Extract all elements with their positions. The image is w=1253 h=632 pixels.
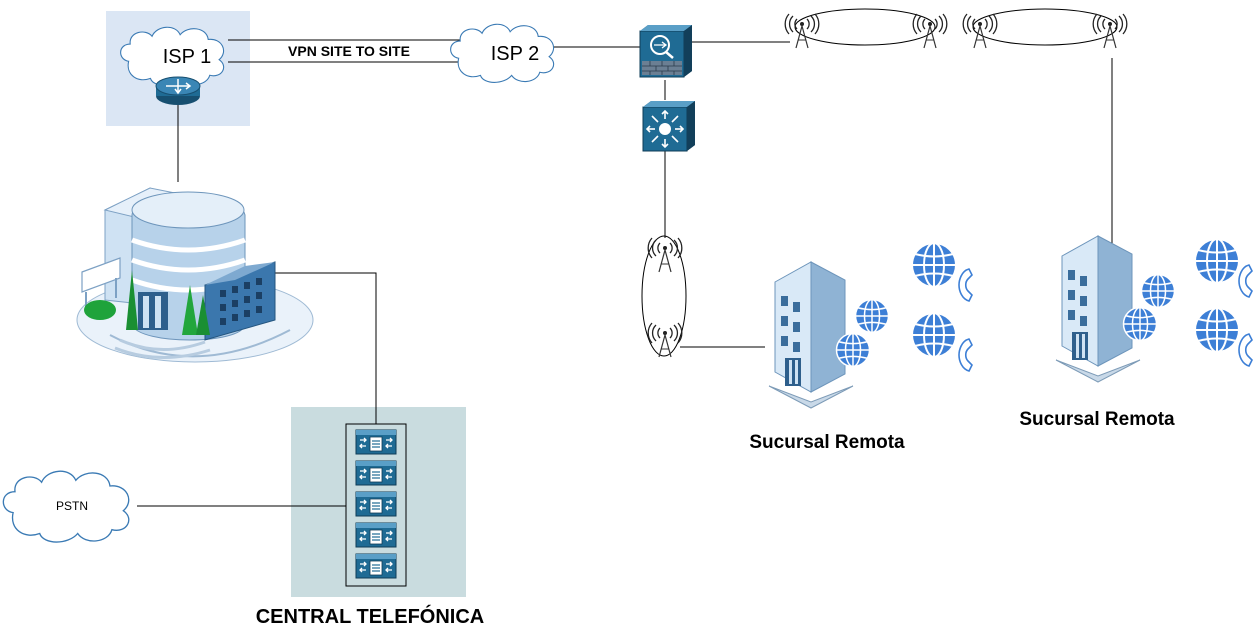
branch2-phone-icon-2 <box>1238 333 1253 367</box>
firewall-icon <box>639 25 692 78</box>
router-icon <box>155 76 201 105</box>
branch2-globe-icon-2 <box>1122 306 1158 342</box>
central-telefonica-label: CENTRAL TELEFÓNICA <box>256 604 485 628</box>
branch2-label: Sucursal Remota <box>1019 409 1175 430</box>
branch2-building-icon <box>1055 235 1141 383</box>
pbx-module-1 <box>355 429 397 455</box>
branch1-building-icon <box>768 261 854 409</box>
pbx-module-4 <box>355 522 397 548</box>
wireless-link-2 <box>972 8 1118 46</box>
branch1-phone-icon-1 <box>958 268 973 302</box>
switch-icon <box>642 101 695 152</box>
pstn-label: PSTN <box>56 499 88 513</box>
branch1-globe-icon-3 <box>911 242 957 288</box>
branch1-globe-icon-2 <box>835 332 871 368</box>
isp2-label: ISP 2 <box>491 43 540 65</box>
vpn-label: VPN SITE TO SITE <box>288 43 410 59</box>
pbx-module-5 <box>355 553 397 579</box>
antenna-icon-6 <box>647 322 683 358</box>
branch1-label: Sucursal Remota <box>749 432 905 453</box>
pbx-module-3 <box>355 491 397 517</box>
branch1-phone-icon-2 <box>958 338 973 372</box>
antenna-icon-2 <box>912 13 948 49</box>
headquarters-building-icon <box>76 187 314 363</box>
branch2-globe-icon-4 <box>1194 307 1240 353</box>
branch1-globe-icon-1 <box>854 298 890 334</box>
branch1-globe-icon-4 <box>911 312 957 358</box>
antenna-icon-5 <box>647 237 683 273</box>
wireless-link-vertical <box>641 235 687 357</box>
isp1-label: ISP 1 <box>163 46 212 68</box>
pbx-module-2 <box>355 460 397 486</box>
branch2-globe-icon-1 <box>1140 273 1176 309</box>
pbx-rack <box>345 423 407 587</box>
connection-lines <box>137 8 1118 507</box>
branch2-phone-icon-1 <box>1238 264 1253 298</box>
branch2-globe-icon-3 <box>1194 238 1240 284</box>
building-pbx-link <box>275 272 377 424</box>
